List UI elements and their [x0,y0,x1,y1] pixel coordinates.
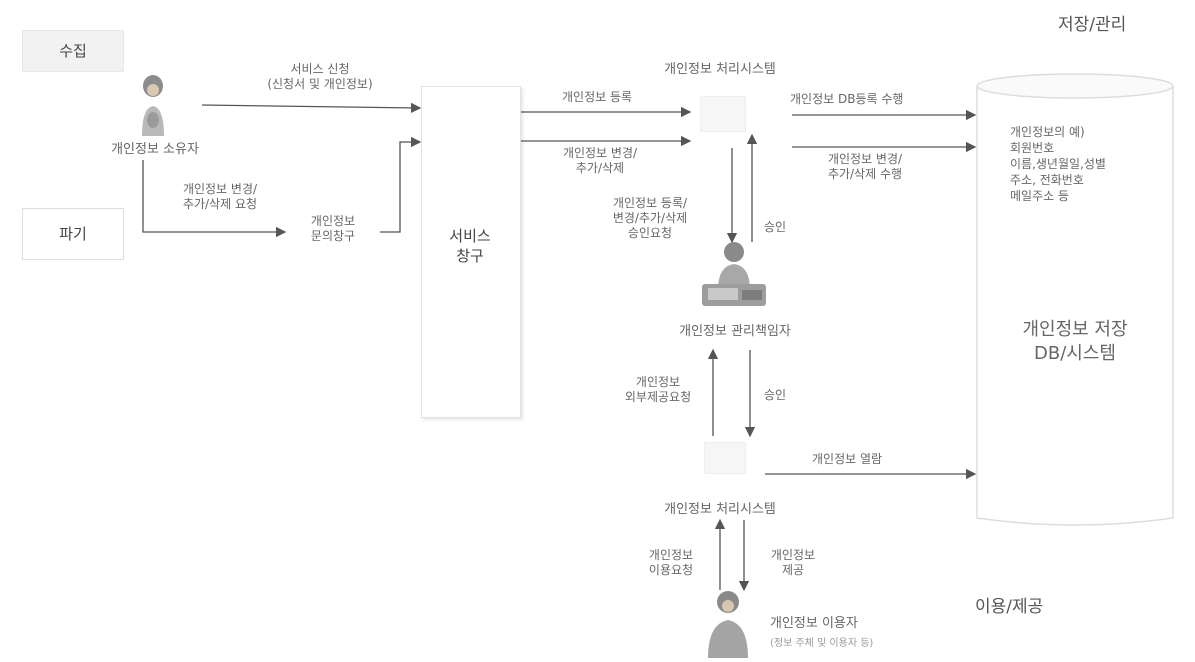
db-cylinder [976,73,1174,526]
system-top-label: 개인정보 처리시스템 [664,62,776,77]
db-change-label: 개인정보 변경/ 추가/삭제 수행 [827,152,903,181]
section-destroy: 파기 [22,208,124,260]
user-sub-label: (정보 주체 및 이용자 등) [770,638,874,649]
user-person-icon [704,588,752,658]
provide-request-label: 개인정보 외부제공요청 [624,375,692,404]
change-label: 개인정보 변경/ 추가/삭제 [562,146,638,175]
owner-label: 개인정보 소유자 [111,142,199,157]
section-store: 저장/관리 [1058,15,1127,35]
owner-person-icon [138,72,168,136]
section-collect: 수집 [22,30,124,72]
arrow-change-request [142,160,287,238]
provide-label: 개인정보 제공 [770,548,816,577]
register-label: 개인정보 등록 [562,90,633,104]
system-bottom-label: 개인정보 처리시스템 [664,502,776,517]
db-examples: 개인정보의 예) 회원번호 이름,생년월일,성별 주소, 전화번호 메일주소 등 [1010,125,1106,203]
view-label: 개인정보 열람 [812,452,883,466]
approval-request-label: 개인정보 등록/ 변경/추가/삭제 승인요청 [612,196,688,240]
service-window [421,86,521,418]
db-title: 개인정보 저장 DB/시스템 [1022,319,1128,364]
manager-label: 개인정보 관리책임자 [679,324,791,339]
arrow-service-request [201,102,422,114]
manager-person-icon [698,240,770,312]
service-request-label: 서비스 신청 (신청서 및 개인정보) [267,62,373,91]
system-top-icon [700,96,746,132]
inquiry-window-label: 개인정보 문의창구 [310,214,356,243]
change-request-label: 개인정보 변경/ 추가/삭제 요청 [182,182,258,211]
user-label: 개인정보 이용자 [770,616,858,631]
service-window-label: 서비스 창구 [449,227,491,265]
approve-1-label: 승인 [764,220,787,234]
section-use: 이용/제공 [975,597,1044,617]
arrow-inquiry-to-window [380,136,422,233]
db-register-label: 개인정보 DB등록 수행 [790,92,904,106]
approve-2-label: 승인 [764,388,787,402]
use-request-label: 개인정보 이용요청 [648,548,694,577]
system-bottom-icon [704,442,746,474]
